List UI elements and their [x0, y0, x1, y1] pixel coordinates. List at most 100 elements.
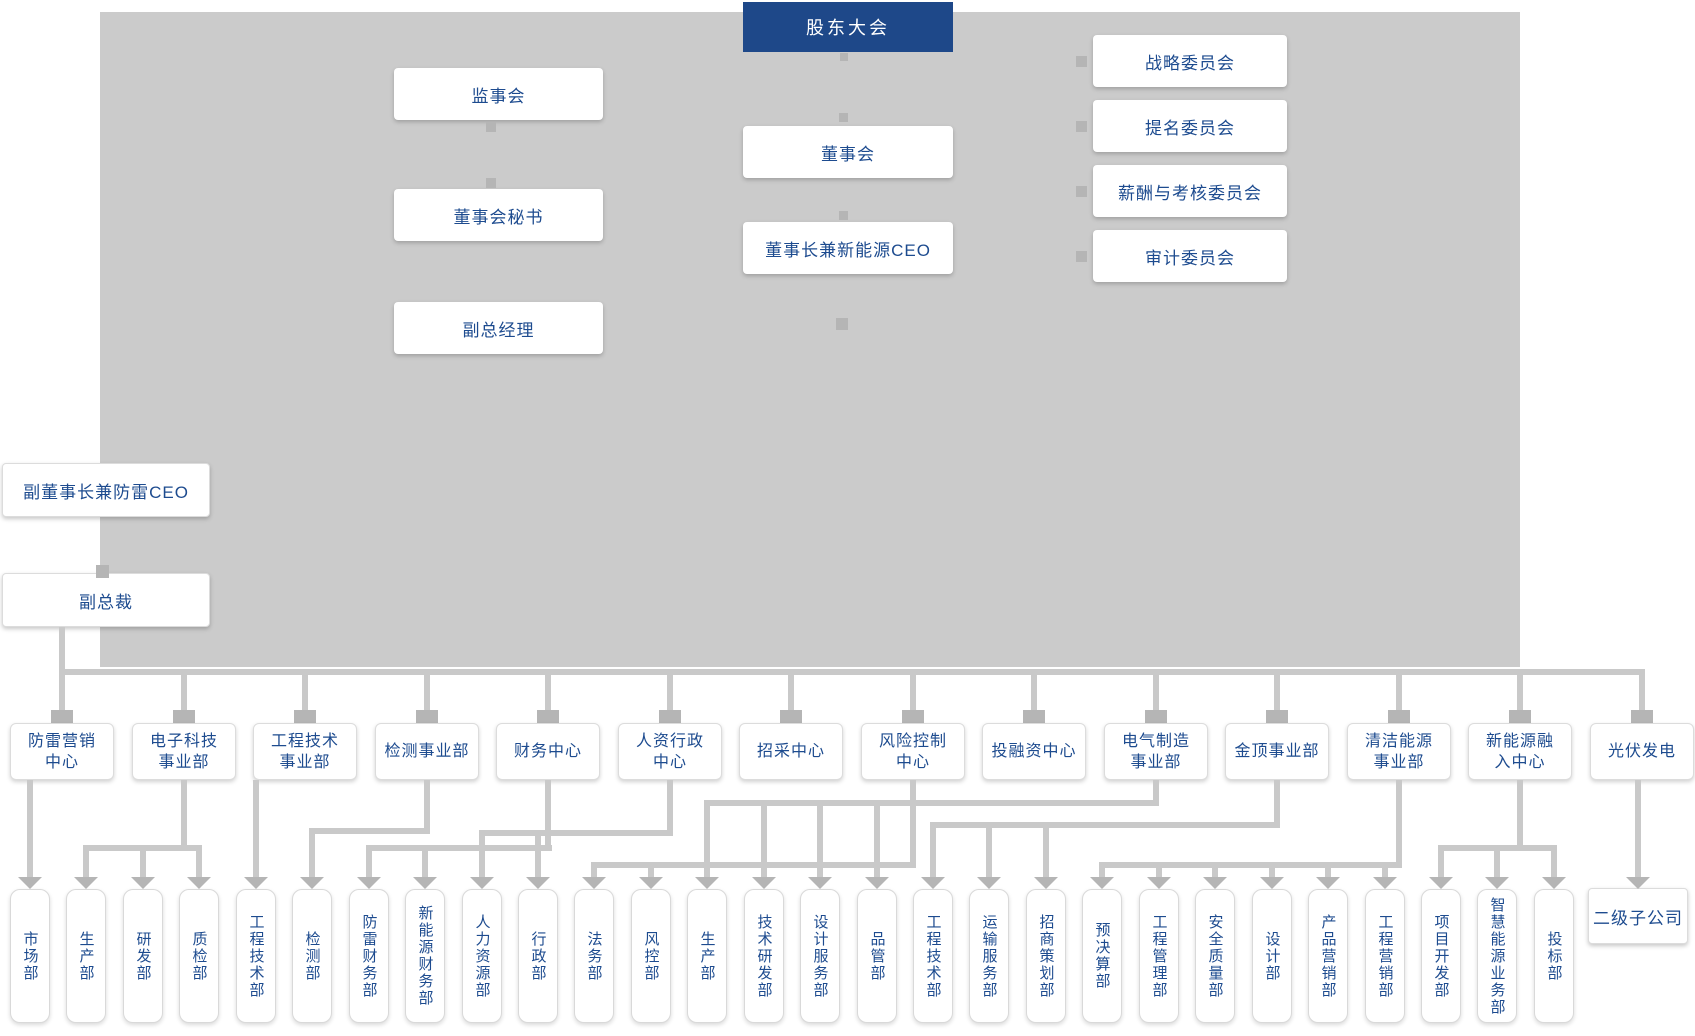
connector-line: [424, 780, 430, 834]
division-box: 新能源融 入中心: [1468, 723, 1572, 780]
committee-box: 薪酬与考核委员会: [1093, 165, 1287, 217]
division-drop-line: [545, 675, 551, 712]
connector-arrow-icon: [582, 877, 606, 889]
department-box: 法务部: [574, 889, 614, 1023]
connector-dot: [839, 113, 848, 122]
connector-arrow-icon: [413, 877, 437, 889]
connector-dot: [836, 318, 848, 330]
deputy-general-manager-box: 副总经理: [394, 302, 603, 354]
division-box: 人资行政 中心: [618, 723, 722, 780]
connector-line: [1274, 780, 1280, 828]
connector-node: [1023, 710, 1045, 724]
connector-arrow-icon: [977, 877, 1001, 889]
connector-arrow-icon: [808, 877, 832, 889]
department-box: 项目开发部: [1421, 889, 1461, 1023]
division-drop-line: [1639, 675, 1645, 712]
connector-dot: [96, 565, 109, 578]
connector-line: [1156, 862, 1162, 877]
connector-line: [1269, 862, 1275, 877]
department-box: 工程营销部: [1365, 889, 1405, 1023]
division-drop-line: [1031, 675, 1037, 712]
connector-node: [1631, 710, 1653, 724]
connector-line: [83, 845, 89, 877]
connector-line: [1396, 780, 1402, 868]
department-box: 预决算部: [1082, 889, 1122, 1023]
connector-line: [704, 800, 1159, 806]
connector-dot: [1076, 121, 1087, 132]
division-box: 电气制造 事业部: [1104, 723, 1208, 780]
connector-arrow-icon: [300, 877, 324, 889]
division-box: 光伏发电: [1590, 723, 1694, 780]
department-box: 招商策划部: [1026, 889, 1066, 1023]
department-box: 工程管理部: [1139, 889, 1179, 1023]
department-box: 工程技术部: [236, 889, 276, 1023]
connector-line: [535, 830, 541, 877]
committee-box: 审计委员会: [1093, 230, 1287, 282]
connector-node: [1509, 710, 1531, 724]
division-box: 财务中心: [496, 723, 600, 780]
connector-line: [761, 800, 767, 877]
vice-president-drop-line: [59, 627, 65, 669]
connector-arrow-icon: [1260, 877, 1284, 889]
connector-node: [1266, 710, 1288, 724]
connector-dot: [840, 53, 848, 61]
connector-arrow-icon: [1034, 877, 1058, 889]
division-box: 投融资中心: [982, 723, 1086, 780]
department-box: 技术研发部: [744, 889, 784, 1023]
department-box: 生产部: [66, 889, 106, 1023]
connector-arrow-icon: [187, 877, 211, 889]
connector-line: [545, 780, 551, 851]
division-box: 电子科技 事业部: [132, 723, 236, 780]
connector-dot: [486, 122, 496, 132]
connector-arrow-icon: [357, 877, 381, 889]
connector-line: [648, 862, 654, 877]
department-box: 防雷财务部: [349, 889, 389, 1023]
department-box: 研发部: [123, 889, 163, 1023]
board-of-directors-box: 董事会: [743, 126, 953, 178]
connector-arrow-icon: [1373, 877, 1397, 889]
connector-line: [1517, 780, 1523, 851]
connector-line: [181, 780, 187, 851]
supervisory-board-box: 监事会: [394, 68, 603, 120]
connector-arrow-icon: [639, 877, 663, 889]
shareholders-box: 股东大会: [743, 2, 953, 52]
division-drop-line: [1153, 675, 1159, 712]
connector-dot: [1076, 186, 1087, 197]
division-box: 清洁能源 事业部: [1347, 723, 1451, 780]
division-drop-line: [59, 675, 65, 712]
connector-arrow-icon: [18, 877, 42, 889]
connector-arrow-icon: [695, 877, 719, 889]
connector-node: [416, 710, 438, 724]
connector-arrow-icon: [1147, 877, 1171, 889]
connector-node: [902, 710, 924, 724]
subsidiary-box: 二级子公司: [1588, 888, 1688, 944]
department-box: 智慧能源业务部: [1477, 889, 1517, 1023]
department-box: 产品营销部: [1308, 889, 1348, 1023]
connector-dot: [1076, 251, 1087, 262]
connector-line: [704, 800, 710, 877]
division-box: 金顶事业部: [1225, 723, 1329, 780]
connector-node: [294, 710, 316, 724]
connector-line: [196, 845, 202, 877]
connector-arrow-icon: [244, 877, 268, 889]
division-drop-line: [1517, 675, 1523, 712]
connector-node: [780, 710, 802, 724]
division-drop-line: [302, 675, 308, 712]
connector-line: [1153, 780, 1159, 806]
division-box: 工程技术 事业部: [253, 723, 357, 780]
connector-line: [253, 780, 259, 877]
connector-node: [51, 710, 73, 724]
connector-arrow-icon: [1626, 877, 1650, 889]
connector-line: [930, 822, 1280, 828]
connector-arrow-icon: [1316, 877, 1340, 889]
connector-line: [1438, 845, 1444, 877]
connector-node: [1388, 710, 1410, 724]
connector-line: [140, 845, 146, 877]
connector-arrow-icon: [1203, 877, 1227, 889]
department-box: 行政部: [518, 889, 558, 1023]
connector-line: [986, 822, 992, 877]
connector-arrow-icon: [1485, 877, 1509, 889]
department-box: 检测部: [292, 889, 332, 1023]
connector-line: [1212, 862, 1218, 877]
